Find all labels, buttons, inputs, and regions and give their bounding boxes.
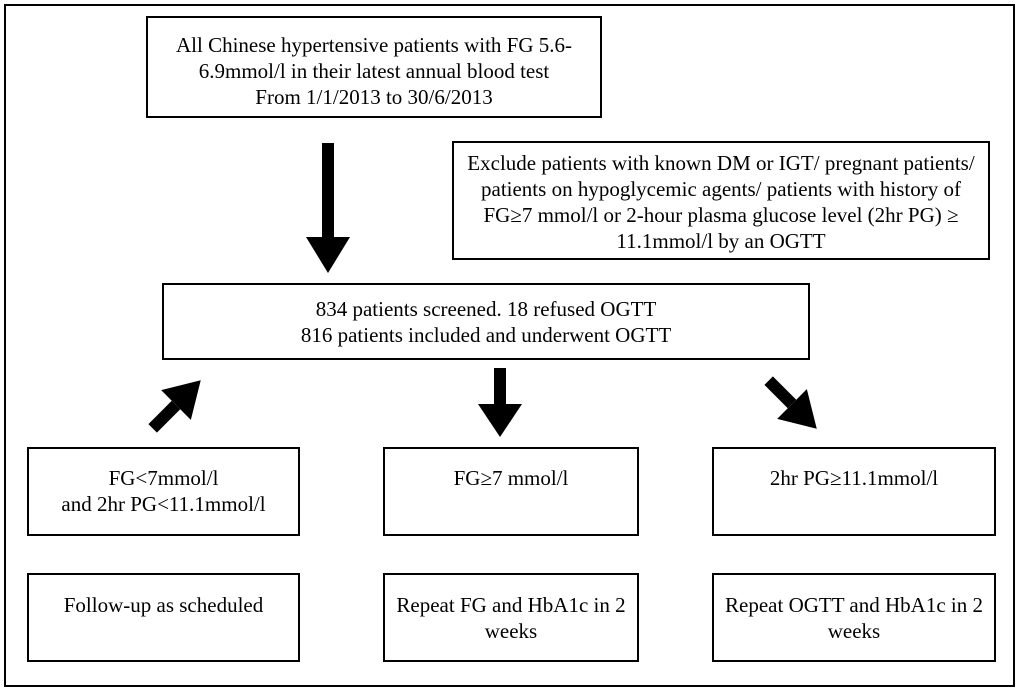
outcome-fg-box: FG≥7 mmol/l <box>383 447 639 536</box>
action-normal-box: Follow-up as scheduled <box>27 573 300 662</box>
outcome-pg-box: 2hr PG≥11.1mmol/l <box>712 447 996 536</box>
arrow-to-normal <box>148 380 201 433</box>
start-box-line-2: 6.9mmol/l in their latest annual blood t… <box>198 59 550 83</box>
action-fg-box: Repeat FG and HbA1c in 2 weeks <box>383 573 639 662</box>
arrow-to-fg <box>478 368 522 437</box>
exclusion-box-line-3: FG≥7 mmol/l or 2-hour plasma glucose lev… <box>483 203 959 227</box>
arrow-to-pg <box>764 376 817 429</box>
screening-box: 834 patients screened. 18 refused OGTT 8… <box>162 283 810 360</box>
exclusion-box: Exclude patients with known DM or IGT/ p… <box>452 141 990 260</box>
action-pg-line-1: Repeat OGTT and HbA1c in 2 <box>725 593 983 617</box>
screening-box-line-1: 834 patients screened. 18 refused OGTT <box>315 297 657 321</box>
start-box: All Chinese hypertensive patients with F… <box>146 16 602 118</box>
action-pg-line-2: weeks <box>827 619 881 643</box>
outer-frame <box>4 4 1015 687</box>
exclusion-box-line-1: Exclude patients with known DM or IGT/ p… <box>467 151 975 175</box>
arrow-start-to-screening <box>306 143 350 273</box>
start-box-line-3: From 1/1/2013 to 30/6/2013 <box>255 85 493 109</box>
action-normal-line-1: Follow-up as scheduled <box>63 593 264 617</box>
action-pg-box: Repeat OGTT and HbA1c in 2 weeks <box>712 573 996 662</box>
start-box-line-1: All Chinese hypertensive patients with F… <box>175 33 573 57</box>
action-fg-line-1: Repeat FG and HbA1c in 2 <box>396 593 626 617</box>
exclusion-box-line-2: patients on hypoglycemic agents/ patient… <box>481 177 961 201</box>
outcome-pg-line-1: 2hr PG≥11.1mmol/l <box>769 466 939 490</box>
action-fg-line-2: weeks <box>484 619 538 643</box>
exclusion-box-line-4: 11.1mmol/l by an OGTT <box>616 229 826 253</box>
screening-box-line-2: 816 patients included and underwent OGTT <box>300 323 672 347</box>
outcome-normal-line-1: FG<7mmol/l <box>108 466 219 490</box>
outcome-fg-line-1: FG≥7 mmol/l <box>453 466 569 490</box>
outcome-normal-box: FG<7mmol/l and 2hr PG<11.1mmol/l <box>27 447 300 536</box>
outcome-normal-line-2: and 2hr PG<11.1mmol/l <box>61 492 266 516</box>
